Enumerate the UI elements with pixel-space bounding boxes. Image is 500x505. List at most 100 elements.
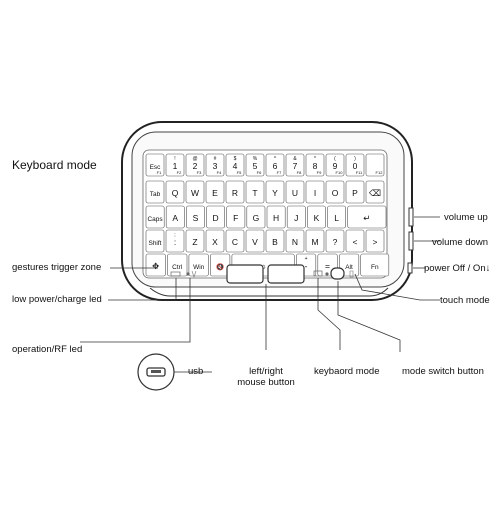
key-2-2[interactable] [186,205,205,229]
key-label-2-1: A [172,213,178,223]
key-top-0-2: @ [192,156,197,162]
key-label-0-5: 5 [253,161,258,171]
key-2-4[interactable] [226,205,246,229]
key-4-2[interactable] [188,253,209,277]
key-label-2-3: D [213,213,219,223]
key-3-11[interactable] [365,229,385,253]
key-3-2[interactable] [185,229,205,253]
right-mouse-button[interactable] [267,264,305,284]
rf-led [186,272,190,276]
key-label-4-7: Alt [345,264,353,271]
key-2-5[interactable] [246,205,266,229]
key-3-0[interactable] [145,229,165,253]
key-2-9[interactable] [327,205,347,229]
key-2-6[interactable] [266,205,286,229]
key-3-4[interactable] [225,229,245,253]
key-label-3-5: V [252,237,258,247]
key-1-6[interactable] [265,180,285,204]
key-2-3[interactable] [206,205,226,229]
key-label-0-4: 4 [233,161,238,171]
key-1-2[interactable] [185,180,205,204]
key-2-0[interactable] [145,205,165,229]
key-0-7[interactable] [285,153,305,177]
key-1-0[interactable] [145,180,165,204]
key-label-4-0: ✥ [152,261,160,271]
key-0-2[interactable] [185,153,205,177]
label-usb: usb [188,366,204,377]
key-fn-0-10: F11 [356,170,363,175]
key-0-5[interactable] [245,153,265,177]
key-top-0-9: ( [334,156,336,162]
label-volume-up: volume up [444,212,488,223]
label-mouse-line-2: mouse button [237,377,295,388]
key-0-0[interactable] [145,153,165,177]
key-3-8[interactable] [305,229,325,253]
volume-down-button[interactable] [408,231,414,251]
key-label-3-1: : [174,237,176,247]
key-3-6[interactable] [265,229,285,253]
key-label-0-3: 3 [213,161,218,171]
power-switch[interactable] [407,262,413,274]
key-top-0-6: ^ [274,156,277,162]
key-fn-0-3: F4 [217,170,222,175]
volume-up-button[interactable] [408,207,414,227]
key-1-8[interactable] [305,180,325,204]
key-fn-0-2: F3 [197,170,202,175]
touch-mode-icon [349,270,354,278]
key-top-3-1: ; [174,232,175,238]
key-fn-0-1: F2 [177,170,182,175]
bottom-strip [149,287,389,297]
key-1-1[interactable] [165,180,185,204]
key-2-7[interactable] [286,205,306,229]
key-1-10[interactable] [345,180,365,204]
left-mouse-button[interactable] [226,264,264,284]
key-fn-0-6: F7 [277,170,282,175]
key-label-1-2: W [191,188,199,198]
key-top-0-4: $ [234,156,237,162]
key-0-6[interactable] [265,153,285,177]
key-label-0-9: 9 [333,161,338,171]
key-0-8[interactable] [305,153,325,177]
key-0-4[interactable] [225,153,245,177]
key-label-3-10: < [353,237,358,247]
key-0-10[interactable] [345,153,365,177]
key-2-1[interactable] [165,205,185,229]
key-1-11[interactable] [365,180,385,204]
key-1-4[interactable] [225,180,245,204]
key-1-9[interactable] [325,180,345,204]
key-4-0[interactable] [145,253,166,277]
key-0-11[interactable] [365,153,385,177]
key-3-1[interactable] [165,229,185,253]
key-4-7[interactable] [338,253,360,277]
key-3-3[interactable] [205,229,225,253]
key-1-3[interactable] [205,180,225,204]
key-label-0-8: 8 [313,161,318,171]
key-2-8[interactable] [306,205,326,229]
key-label-4-5: - [305,261,308,271]
key-label-0-0: Esc [150,164,162,171]
key-3-9[interactable] [325,229,345,253]
key-3-5[interactable] [245,229,265,253]
battery-icon [170,271,181,277]
key-1-7[interactable] [285,180,305,204]
label-keyboard-mode: keybaord mode [314,366,380,377]
key-label-0-2: 2 [193,161,198,171]
key-0-1[interactable] [165,153,185,177]
key-label-2-10: ↵ [363,213,370,223]
key-label-1-11: ⌫ [369,188,382,198]
key-label-4-1: Ctrl [172,264,183,271]
key-label-2-8: K [314,213,320,223]
key-label-2-0: Caps [147,216,163,223]
mode-switch-button[interactable] [330,267,345,280]
key-label-4-6: = [325,261,330,271]
key-3-10[interactable] [345,229,365,253]
label-operation-rf-led: operation/RF led [12,344,83,355]
label-touch-mode: touch mode [440,295,490,306]
key-2-10[interactable] [347,205,387,229]
key-1-5[interactable] [245,180,265,204]
key-0-9[interactable] [325,153,345,177]
key-3-7[interactable] [285,229,305,253]
keys-group: EscF11!F22@F33#F44$F55%F66^F77&F88*F99(F… [145,153,390,277]
key-0-3[interactable] [205,153,225,177]
key-4-8[interactable] [360,253,390,277]
